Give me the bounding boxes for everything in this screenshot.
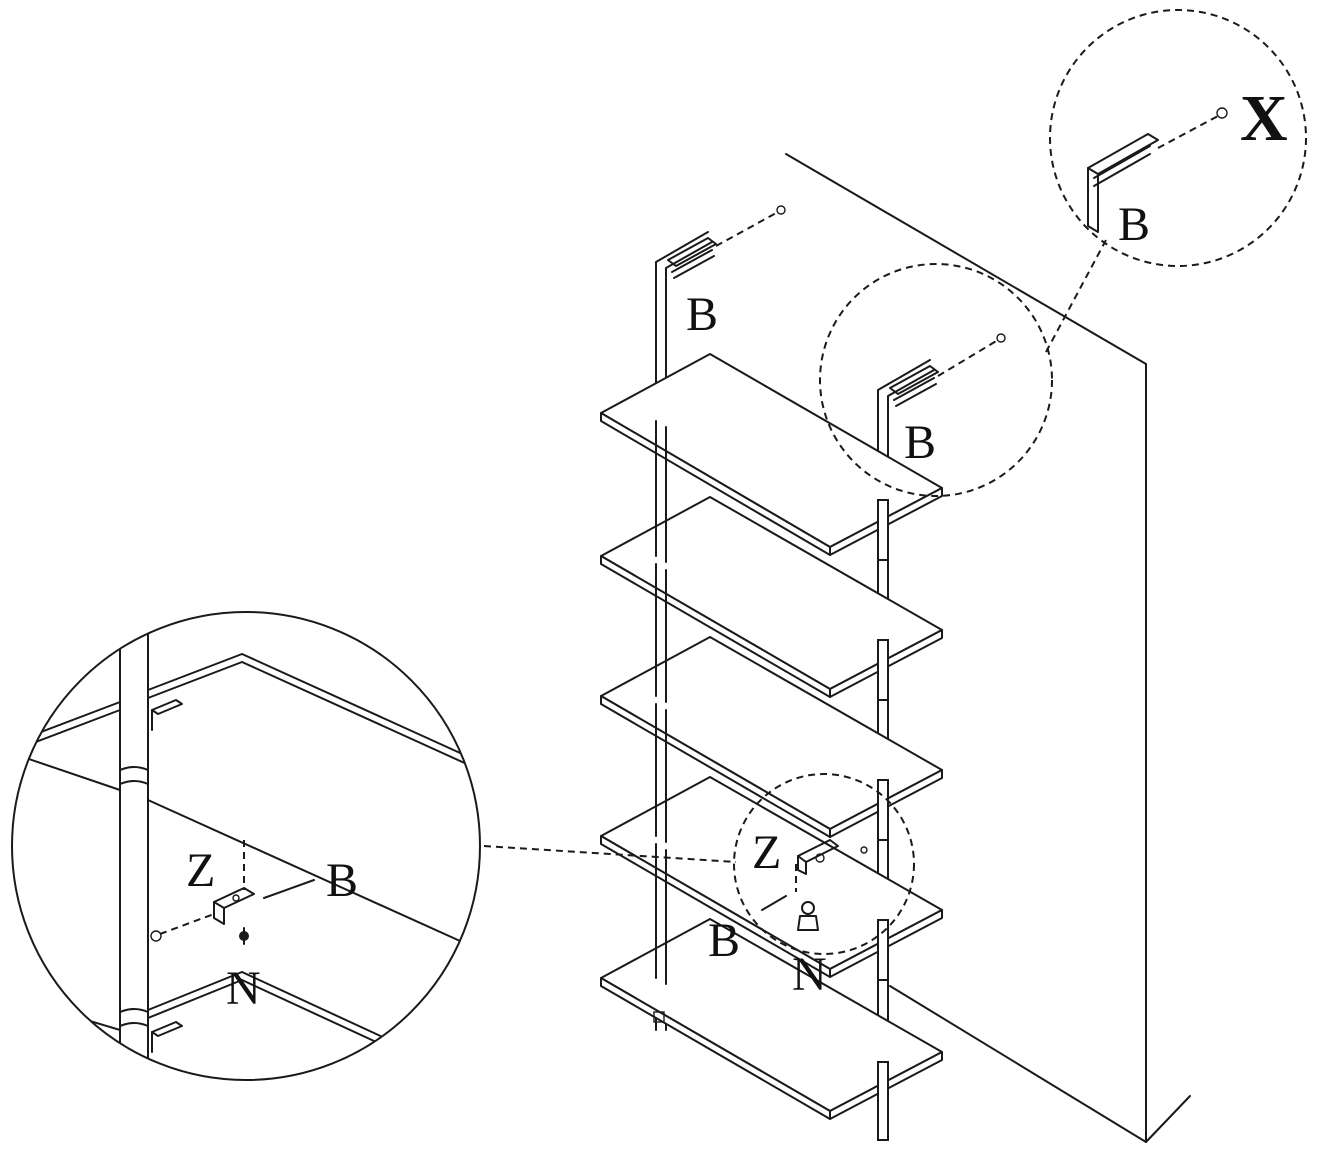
zoom-label-z: Z — [186, 844, 215, 897]
detail-top-right: B X — [1049, 9, 1307, 267]
bracket-right-top — [889, 365, 939, 407]
left-pole-front — [655, 420, 667, 985]
shelf-label-z: Z — [752, 826, 781, 879]
shelf-3 — [600, 636, 943, 838]
bracket-left-top — [667, 237, 717, 279]
label-bracket-right: B — [904, 416, 936, 469]
shelves — [600, 353, 943, 1120]
shelf-label-n: N — [792, 948, 827, 1001]
label-bracket-left: B — [686, 288, 718, 341]
detail-label-bracket: B — [1118, 198, 1150, 251]
wall — [785, 153, 1191, 1143]
zoom-label-b: B — [326, 854, 358, 907]
right-pole-front — [877, 499, 889, 1141]
detail-label-screw: X — [1240, 82, 1288, 155]
left-pole — [655, 231, 713, 1031]
shelf-label-b: B — [708, 914, 740, 967]
detail-circle-bracket — [819, 239, 1107, 497]
shelf-connector-detail: Z B N — [708, 773, 915, 1001]
shelf-1 — [600, 353, 943, 556]
zoom-circle: Z B N — [11, 611, 481, 1081]
zoom-leader-line — [483, 845, 737, 863]
screw-lines-top — [715, 205, 1006, 377]
zoom-label-n: N — [226, 962, 261, 1015]
shelf-2 — [600, 496, 943, 698]
shelf-5 — [600, 918, 943, 1120]
